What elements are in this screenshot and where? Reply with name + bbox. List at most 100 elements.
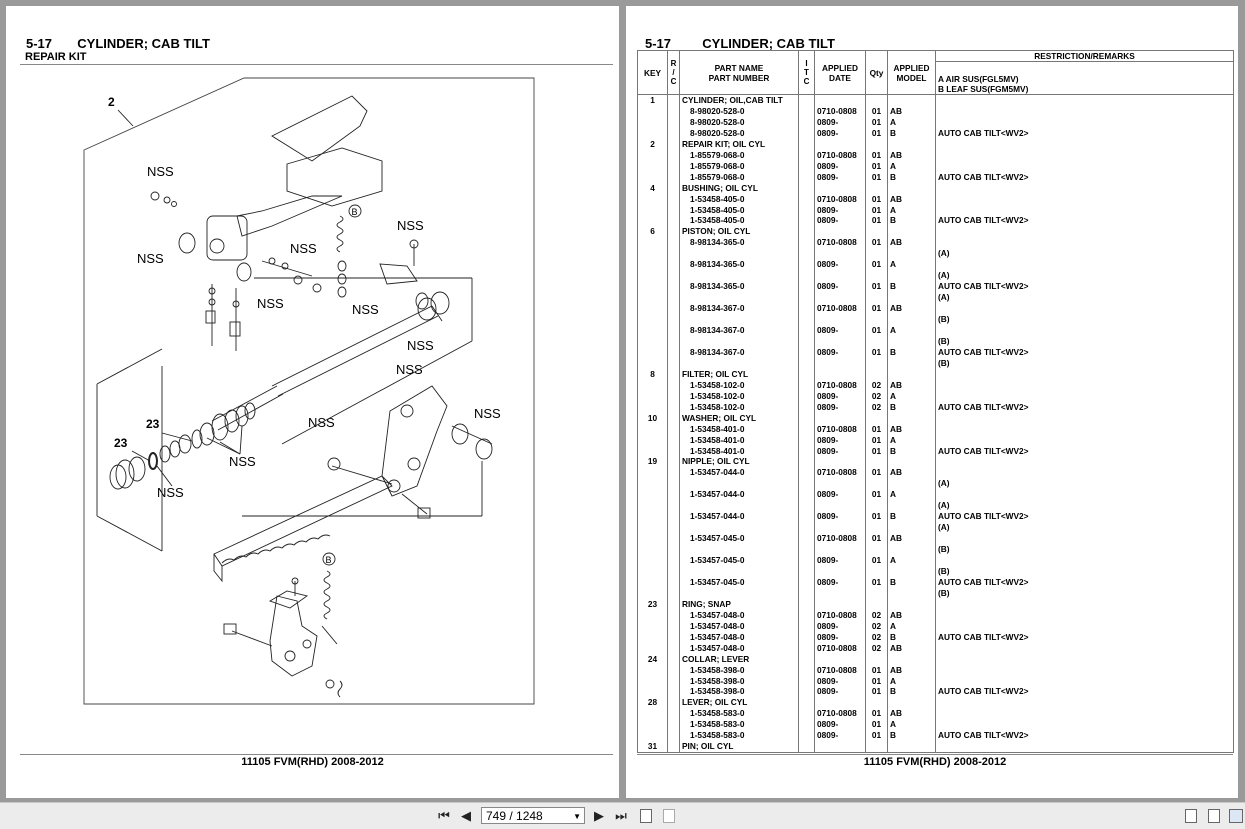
row-itc bbox=[798, 522, 815, 534]
row-model: B bbox=[887, 686, 936, 698]
section-title: CYLINDER; CAB TILT bbox=[702, 36, 835, 51]
row-part: FILTER; OIL CYL bbox=[679, 368, 799, 380]
row-qty: 02 bbox=[865, 379, 888, 391]
row-model: AB bbox=[887, 609, 936, 621]
table-row: (A) bbox=[637, 500, 1234, 512]
row-rc bbox=[667, 379, 680, 391]
table-row: (B) bbox=[637, 544, 1234, 556]
single-page-view-icon[interactable] bbox=[1185, 809, 1197, 823]
row-qty bbox=[865, 357, 888, 369]
previous-page-icon[interactable]: ◀ bbox=[461, 808, 471, 823]
row-rc bbox=[667, 445, 680, 457]
row-key bbox=[637, 248, 668, 260]
row-remark bbox=[935, 533, 1234, 545]
row-part bbox=[679, 544, 799, 556]
row-rc bbox=[667, 719, 680, 731]
row-rc bbox=[667, 138, 680, 150]
row-rc bbox=[667, 500, 680, 512]
row-remark bbox=[935, 675, 1234, 687]
page-footer: 11105 FVM(RHD) 2008-2012 bbox=[241, 756, 384, 768]
section-number: 5-17 bbox=[645, 36, 672, 51]
first-page-icon[interactable]: ⏮ bbox=[438, 808, 450, 823]
row-date bbox=[814, 565, 866, 577]
row-rc bbox=[667, 94, 680, 106]
row-rc bbox=[667, 620, 680, 632]
row-part: 8-98020-528-0 bbox=[679, 116, 799, 128]
latch-mechanism bbox=[269, 595, 318, 677]
row-itc bbox=[798, 565, 815, 577]
row-part: 1-53457-048-0 bbox=[679, 609, 799, 621]
row-part bbox=[679, 314, 799, 326]
copy-page-icon[interactable] bbox=[663, 809, 675, 823]
footer-rule bbox=[637, 754, 1233, 755]
row-remark: (A) bbox=[935, 478, 1234, 490]
row-key bbox=[637, 544, 668, 556]
row-qty: 01 bbox=[865, 149, 888, 161]
chevron-down-icon[interactable]: ▼ bbox=[573, 812, 581, 821]
row-qty: 01 bbox=[865, 489, 888, 501]
row-qty bbox=[865, 314, 888, 326]
last-page-icon[interactable]: ⏭ bbox=[615, 808, 627, 823]
row-remark bbox=[935, 226, 1234, 238]
row-date bbox=[814, 741, 866, 754]
row-remark bbox=[935, 741, 1234, 754]
row-remark: (B) bbox=[935, 314, 1234, 326]
row-remark bbox=[935, 434, 1234, 446]
row-date bbox=[814, 368, 866, 380]
row-itc bbox=[798, 576, 815, 588]
two-page-view-icon[interactable] bbox=[1229, 809, 1243, 823]
row-model: AB bbox=[887, 708, 936, 720]
row-qty bbox=[865, 226, 888, 238]
next-page-icon[interactable]: ▶ bbox=[594, 808, 604, 823]
row-date bbox=[814, 598, 866, 610]
table-row: (A) bbox=[637, 522, 1234, 534]
row-itc bbox=[798, 116, 815, 128]
row-itc bbox=[798, 105, 815, 117]
row-key bbox=[637, 303, 668, 315]
row-model bbox=[887, 478, 936, 490]
row-itc bbox=[798, 149, 815, 161]
row-qty bbox=[865, 478, 888, 490]
row-model bbox=[887, 226, 936, 238]
row-key bbox=[637, 686, 668, 698]
lever-plate bbox=[381, 385, 448, 497]
row-model bbox=[887, 182, 936, 194]
diagram-frame bbox=[83, 77, 535, 705]
continuous-view-icon[interactable] bbox=[1208, 809, 1220, 823]
row-key: 19 bbox=[637, 456, 668, 468]
row-key bbox=[637, 401, 668, 413]
row-key bbox=[637, 292, 668, 304]
row-date: 0710-0808 bbox=[814, 533, 866, 545]
row-rc bbox=[667, 149, 680, 161]
row-model: A bbox=[887, 489, 936, 501]
row-key: 6 bbox=[637, 226, 668, 238]
row-part: 8-98134-365-0 bbox=[679, 281, 799, 293]
row-key bbox=[637, 116, 668, 128]
row-qty bbox=[865, 270, 888, 282]
page-number-input[interactable]: 749 / 1248 ▼ bbox=[481, 807, 585, 824]
row-itc bbox=[798, 598, 815, 610]
rotate-page-icon[interactable] bbox=[640, 809, 652, 823]
row-rc bbox=[667, 204, 680, 216]
col-qty: Qty bbox=[865, 50, 888, 95]
row-date: 0809- bbox=[814, 675, 866, 687]
row-qty: 01 bbox=[865, 708, 888, 720]
head-bore bbox=[209, 238, 225, 254]
row-key bbox=[637, 171, 668, 183]
row-rc bbox=[667, 741, 680, 754]
row-part: 1-53458-401-0 bbox=[679, 423, 799, 435]
row-rc bbox=[667, 631, 680, 643]
row-date bbox=[814, 314, 866, 326]
row-part: 1-53458-405-0 bbox=[679, 215, 799, 227]
row-rc bbox=[667, 609, 680, 621]
row-qty bbox=[865, 653, 888, 665]
row-rc bbox=[667, 675, 680, 687]
